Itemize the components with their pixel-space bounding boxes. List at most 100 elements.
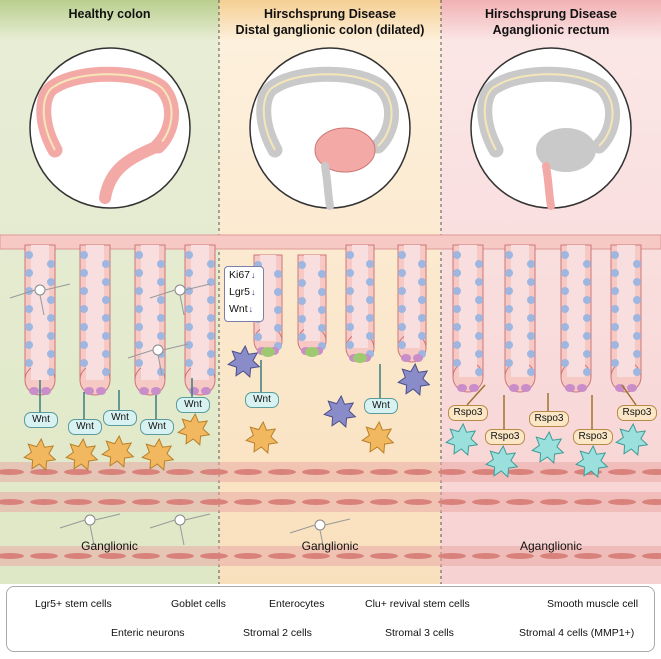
goblet-cell	[80, 287, 88, 295]
goblet-cell	[633, 278, 641, 286]
smooth-muscle-cell	[268, 553, 296, 559]
smooth-muscle-cell	[234, 499, 262, 505]
rspo3-tag: Rspo3	[448, 405, 488, 421]
smooth-muscle-cell	[64, 469, 92, 475]
goblet-cell	[157, 296, 165, 304]
goblet-cell	[135, 323, 143, 331]
lgr5-stem-cell	[469, 384, 479, 392]
goblet-cell	[453, 251, 461, 259]
stromal-4-cell	[323, 394, 357, 428]
smooth-muscle-cell	[64, 553, 92, 559]
crypt	[79, 244, 111, 396]
smooth-muscle-cell	[30, 499, 58, 505]
goblet-cell	[453, 323, 461, 331]
smooth-muscle-cell	[506, 553, 534, 559]
lgr5-stem-cell	[96, 387, 106, 395]
crypt	[134, 244, 166, 396]
stromal-3-cell	[615, 422, 649, 456]
crypt	[610, 244, 642, 393]
goblet-cell	[583, 350, 591, 358]
goblet-cell	[346, 341, 354, 349]
smooth-muscle-cell	[234, 553, 262, 559]
goblet-cell	[47, 332, 55, 340]
smooth-muscle-cell	[472, 469, 500, 475]
goblet-cell	[135, 305, 143, 313]
stromal-2-cell	[65, 437, 99, 471]
stromal-2-cell	[101, 434, 135, 468]
smooth-muscle-cell	[608, 553, 636, 559]
smooth-muscle-cell	[0, 553, 24, 559]
lgr5-stem-cell	[509, 384, 519, 392]
smooth-muscle-cell	[302, 499, 330, 505]
smooth-muscle-cell	[0, 469, 24, 475]
smooth-muscle-cell	[268, 469, 296, 475]
legend-label-neurons: Enteric neurons	[111, 627, 185, 639]
smooth-muscle-cell	[336, 553, 364, 559]
goblet-cell	[611, 305, 619, 313]
rspo3-arrow	[621, 384, 637, 406]
goblet-cell	[475, 296, 483, 304]
goblet-cell	[527, 278, 535, 286]
stromal-3-cell	[445, 422, 479, 456]
smooth-muscle-cell	[472, 553, 500, 559]
crypt	[397, 244, 427, 363]
goblet-cell	[80, 341, 88, 349]
smooth-muscle-cell	[30, 469, 58, 475]
lgr5-stem-cell	[577, 384, 587, 392]
goblet-cell	[80, 323, 88, 331]
goblet-cell	[25, 251, 33, 259]
goblet-cell	[583, 278, 591, 286]
goblet-cell	[47, 314, 55, 322]
goblet-cell	[527, 260, 535, 268]
goblet-cell	[318, 270, 326, 278]
legend-label-stromal2: Stromal 2 cells	[243, 627, 312, 639]
legend-label-stromal3: Stromal 3 cells	[385, 627, 454, 639]
enteric-neuron	[149, 283, 211, 316]
smooth-muscle-cell	[540, 499, 568, 505]
muscle-band	[0, 546, 661, 566]
smooth-muscle-cell	[200, 553, 228, 559]
smooth-muscle-cell	[506, 469, 534, 475]
smooth-muscle-cell	[540, 469, 568, 475]
goblet-cell	[25, 305, 33, 313]
goblet-cell	[254, 333, 262, 341]
goblet-cell	[418, 314, 426, 322]
goblet-cell	[80, 359, 88, 367]
muscle-band	[0, 492, 661, 512]
crypt	[345, 244, 375, 363]
legend-label-stromal4: Stromal 4 cells (MMP1+)	[519, 627, 635, 639]
goblet-cell	[453, 269, 461, 277]
rspo3-tag: Rspo3	[573, 429, 613, 445]
goblet-cell	[135, 269, 143, 277]
stromal-3-cell	[575, 444, 609, 478]
stromal-2-cell	[141, 437, 175, 471]
goblet-cell	[25, 359, 33, 367]
goblet-cell	[633, 350, 641, 358]
goblet-cell	[207, 350, 215, 358]
smooth-muscle-cell	[370, 499, 398, 505]
wnt-tag: Wnt	[364, 398, 398, 414]
goblet-cell	[207, 332, 215, 340]
stromal-3-cell	[531, 430, 565, 464]
smooth-muscle-cell	[200, 499, 228, 505]
goblet-cell	[527, 296, 535, 304]
goblet-cell	[561, 323, 569, 331]
goblet-cell	[274, 270, 282, 278]
lgr5-stem-cell	[139, 387, 149, 395]
crypt	[297, 254, 327, 356]
goblet-cell	[47, 296, 55, 304]
goblet-cell	[453, 305, 461, 313]
goblet-cell	[505, 323, 513, 331]
goblet-cell	[47, 350, 55, 358]
goblet-cell	[135, 359, 143, 367]
smooth-muscle-cell	[0, 499, 24, 505]
goblet-cell	[418, 296, 426, 304]
crypt	[184, 244, 216, 396]
goblet-cell	[185, 341, 193, 349]
smooth-muscle-cell	[438, 499, 466, 505]
dilated-colon	[536, 128, 596, 172]
colon-circle	[249, 47, 411, 210]
smooth-muscle-cell	[302, 469, 330, 475]
